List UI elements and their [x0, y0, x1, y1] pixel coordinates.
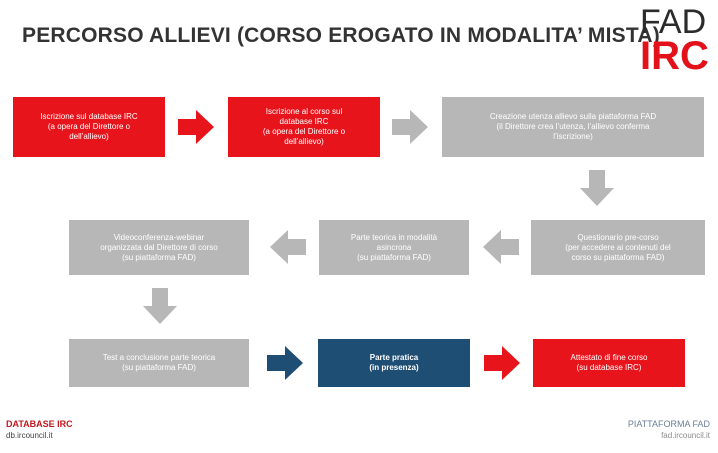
arrow-right-red-icon: [484, 346, 520, 380]
fad-irc-logo: FAD IRC: [640, 3, 712, 78]
arrow-right-red-icon: [178, 110, 214, 144]
footer-fad-title: PIATTAFORMA FAD: [627, 419, 710, 429]
step-videoconferenza: Videoconferenza-webinar organizzata dal …: [69, 220, 249, 275]
step-attestato: Attestato di fine corso (su database IRC…: [533, 339, 685, 387]
footer-piattaforma-fad: PIATTAFORMA FAD fad.ircouncil.it: [628, 419, 710, 440]
step-questionario: Questionario pre-corso (per accedere ai …: [531, 220, 705, 275]
step-parte-pratica: Parte pratica (in presenza): [318, 339, 470, 387]
page-title: PERCORSO ALLIEVI (CORSO EROGATO IN MODAL…: [22, 24, 660, 47]
footer-database-url[interactable]: db.ircouncil.it: [6, 431, 53, 440]
logo-irc-text: IRC: [640, 34, 709, 78]
footer-database-irc: DATABASE IRC db.ircouncil.it: [6, 419, 73, 440]
step-iscrizione-corso: Iscrizione al corso sul database IRC (a …: [228, 97, 380, 157]
step-parte-teorica: Parte teorica in modalità asincrona (su …: [319, 220, 469, 275]
arrow-left-grey-icon: [483, 230, 519, 264]
arrow-down-grey-icon: [580, 170, 614, 206]
step-iscrizione-database: Iscrizione sul database IRC (a opera del…: [13, 97, 165, 157]
logo-fad-text: FAD: [640, 3, 707, 41]
arrow-left-grey-icon: [270, 230, 306, 264]
step-test-teorico: Test a conclusione parte teorica (su pia…: [69, 339, 249, 387]
arrow-down-grey-icon: [143, 288, 177, 324]
footer-fad-url[interactable]: fad.ircouncil.it: [661, 431, 710, 440]
arrow-right-blue-icon: [267, 346, 303, 380]
footer-database-title: DATABASE IRC: [6, 419, 73, 429]
arrow-right-grey-icon: [392, 110, 428, 144]
step-creazione-utenza: Creazione utenza allievo sulla piattafor…: [442, 97, 704, 157]
